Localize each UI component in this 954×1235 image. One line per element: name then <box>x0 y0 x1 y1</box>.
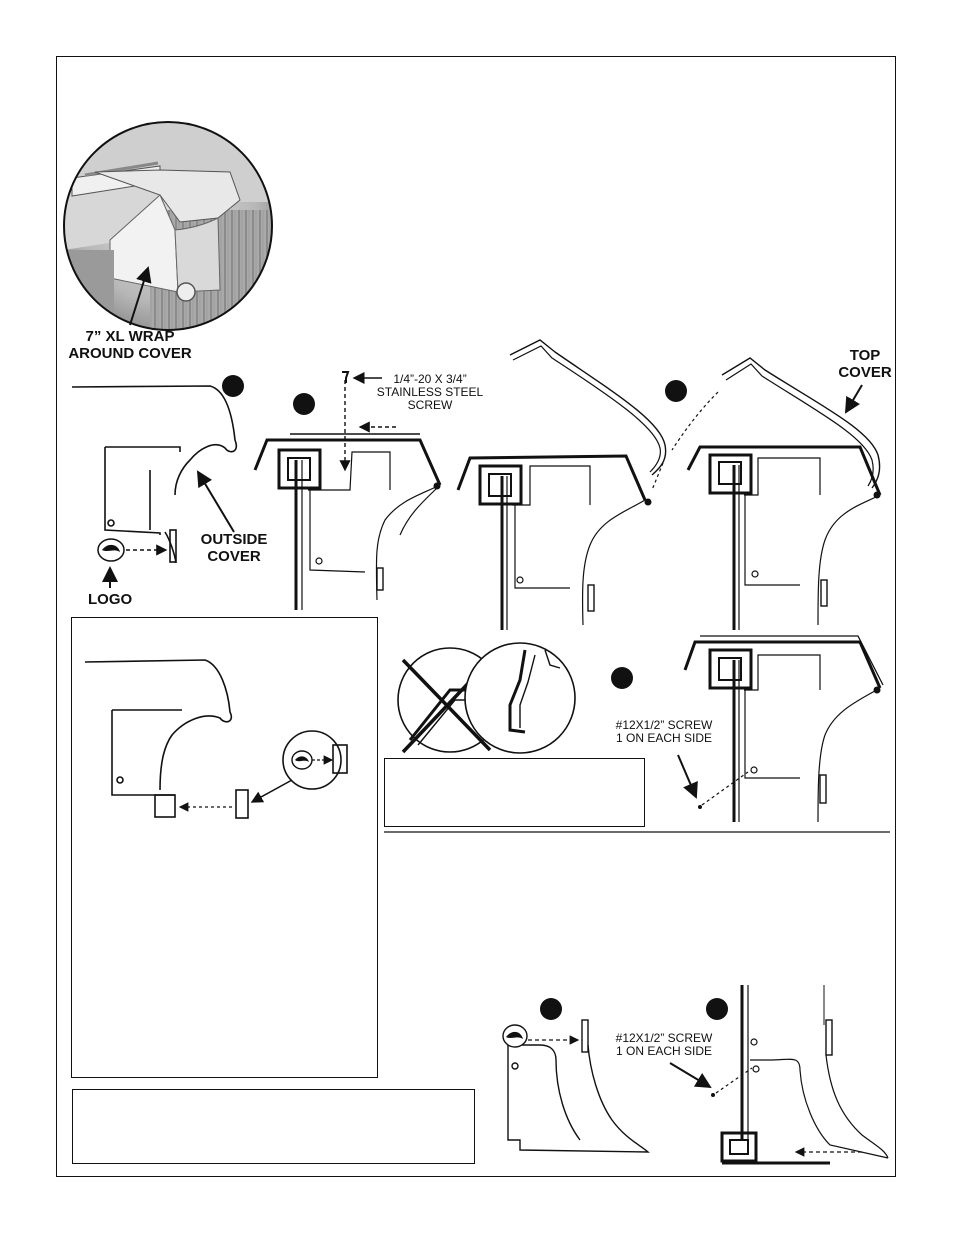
label-wrap-line-1: 7” XL WRAP <box>85 328 175 345</box>
label-logo-text: LOGO <box>88 591 133 608</box>
top-cover-drawing <box>686 357 882 630</box>
note-box-bottom <box>72 1089 475 1164</box>
label-outside-line-1: OUTSIDE <box>200 531 268 548</box>
bottom-step-b-drawing <box>720 985 889 1165</box>
label-screw12-lower-line-2: 1 ON EACH SIDE <box>615 1044 713 1058</box>
label-wrap-around-cover: 7” XL WRAP AROUND COVER <box>62 328 198 362</box>
label-outside-line-2: COVER <box>207 548 261 565</box>
label-screw12-lower: #12X1/2” SCREW 1 ON EACH SIDE <box>604 1032 724 1058</box>
note-box-middle <box>384 758 645 827</box>
label-top-cover: TOP COVER <box>834 347 896 381</box>
label-screw12-upper-line-1: #12X1/2” SCREW <box>615 718 713 732</box>
outside-cover-drawing <box>71 385 238 564</box>
step4-drawing <box>683 635 884 823</box>
label-screw12-upper-line-2: 1 ON EACH SIDE <box>615 731 713 745</box>
step-dot-5 <box>540 998 562 1020</box>
step-dot-3 <box>665 380 687 402</box>
label-top-line-1: TOP <box>849 347 881 364</box>
step-dot-1 <box>222 375 244 397</box>
step2-drawing <box>253 433 442 610</box>
label-top-line-2: COVER <box>838 364 892 381</box>
page-frame <box>56 56 896 1177</box>
label-stainless-screw: 1/4”-20 X 3/4” STAINLESS STEEL SCREW <box>368 373 492 412</box>
step-dot-4 <box>611 667 633 689</box>
logo-badge-icon <box>97 538 125 562</box>
label-logo: LOGO <box>88 591 148 608</box>
label-ss-line-3: SCREW <box>407 398 453 412</box>
step-dot-6 <box>706 998 728 1020</box>
bottom-step-a-drawing <box>507 1019 650 1153</box>
incorrect-vs-correct-detail <box>397 642 576 754</box>
step3-drawing <box>456 339 667 630</box>
label-screw12-lower-line-1: #12X1/2” SCREW <box>615 1031 713 1045</box>
label-wrap-line-2: AROUND COVER <box>68 345 192 362</box>
label-ss-line-1: 1/4”-20 X 3/4” <box>393 372 467 386</box>
label-ss-line-2: STAINLESS STEEL <box>376 385 484 399</box>
photo-wrap-around-cover <box>63 121 273 331</box>
label-screw12-upper: #12X1/2” SCREW 1 ON EACH SIDE <box>604 719 724 745</box>
bottom-logo-badge-icon <box>502 1024 528 1048</box>
step-dot-2 <box>293 393 315 415</box>
label-outside-cover: OUTSIDE COVER <box>196 531 272 565</box>
inset-detail-panel <box>71 617 378 1078</box>
